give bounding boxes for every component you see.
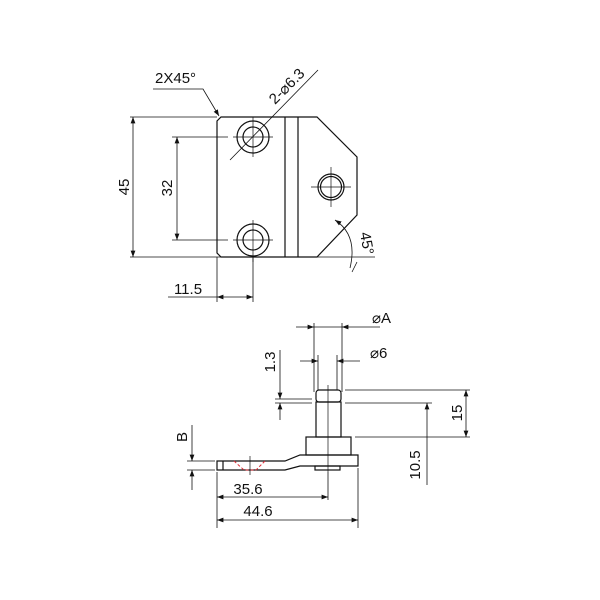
angle-45: 45° (356, 231, 377, 256)
top-view: 45 32 11.5 2X45° 2-⌀6.3 45° (116, 65, 377, 302)
dim-11-5: 11.5 (174, 281, 202, 298)
pin-hole (311, 167, 351, 207)
groove (315, 389, 342, 403)
collar (305, 436, 352, 456)
dim-1-3: 1.3 (262, 352, 279, 373)
countersink-hidden (233, 460, 266, 471)
dim-dia-a: ⌀A (372, 310, 391, 327)
shaft (315, 401, 342, 438)
dim-35-6: 35.6 (233, 481, 262, 498)
dim-45: 45 (116, 179, 133, 196)
hole-leader (229, 69, 319, 161)
mounting-hole (233, 220, 273, 262)
dim-32: 32 (159, 180, 176, 197)
dim-b: B (174, 432, 191, 442)
chamfer-label: 2X45° (155, 70, 196, 87)
dim-10-5: 10.5 (407, 450, 424, 479)
dim-15: 15 (449, 405, 466, 422)
dim-44-6: 44.6 (243, 503, 272, 520)
side-view: ⌀A ⌀6 1.3 15 10.5 B 35.6 44 (174, 310, 470, 528)
bracket-plate (216, 454, 359, 471)
dim-dia-6: ⌀6 (370, 345, 387, 362)
